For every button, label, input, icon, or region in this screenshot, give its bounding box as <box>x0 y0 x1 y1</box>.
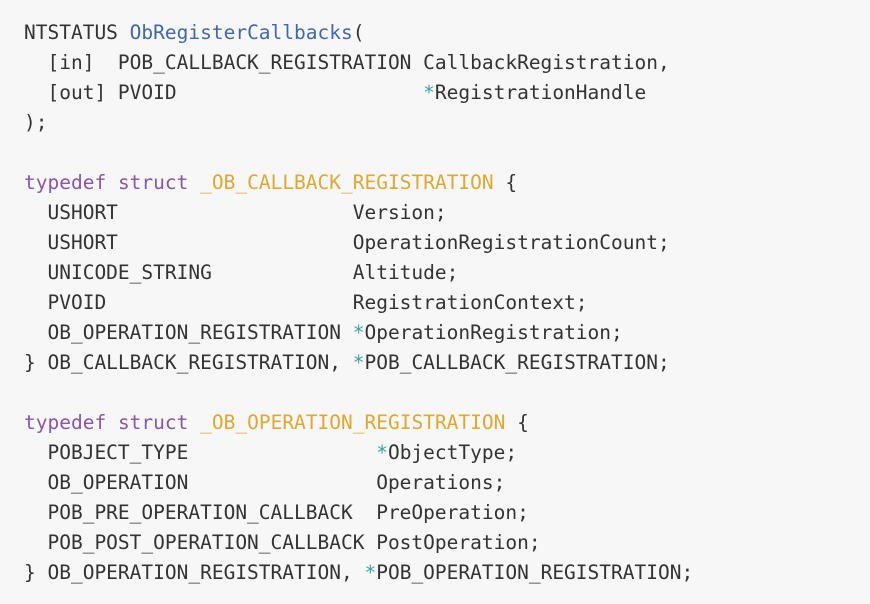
code-text <box>106 171 118 194</box>
code-text: OB_OPERATION_REGISTRATION <box>24 321 353 344</box>
code-line: [out] PVOID *RegistrationHandle <box>24 78 693 108</box>
code-text: } OB_OPERATION_REGISTRATION, <box>24 561 365 584</box>
blank-line <box>24 138 693 168</box>
keyword: typedef <box>24 411 107 434</box>
keyword: struct <box>117 411 189 434</box>
code-text: USHORT Version; <box>24 201 447 224</box>
pointer-asterisk: * <box>364 561 377 584</box>
code-text: { <box>493 171 518 194</box>
code-block: NTSTATUS ObRegisterCallbacks( [in] POB_C… <box>24 18 693 588</box>
keyword: typedef <box>24 171 107 194</box>
code-line: OB_OPERATION_REGISTRATION *OperationRegi… <box>24 318 693 348</box>
code-text: POB_CALLBACK_REGISTRATION; <box>364 351 670 374</box>
code-text: RegistrationHandle <box>434 81 647 104</box>
code-line: UNICODE_STRING Altitude; <box>24 258 693 288</box>
code-text: [out] PVOID <box>24 81 424 104</box>
code-text: POB_PRE_OPERATION_CALLBACK PreOperation; <box>24 501 529 524</box>
code-text <box>188 411 200 434</box>
type-name: _OB_OPERATION_REGISTRATION <box>200 411 506 434</box>
code-line: } OB_CALLBACK_REGISTRATION, *POB_CALLBAC… <box>24 348 693 378</box>
code-text <box>106 411 118 434</box>
code-line: USHORT OperationRegistrationCount; <box>24 228 693 258</box>
code-text: POB_OPERATION_REGISTRATION; <box>376 561 694 584</box>
function-name: ObRegisterCallbacks <box>129 21 353 44</box>
code-text: [in] POB_CALLBACK_REGISTRATION CallbackR… <box>24 51 670 74</box>
pointer-asterisk: * <box>423 81 435 104</box>
code-text: POB_POST_OPERATION_CALLBACK PostOperatio… <box>24 531 541 554</box>
code-text: } OB_CALLBACK_REGISTRATION, <box>24 351 353 374</box>
code-text: ObjectType; <box>387 441 518 464</box>
code-line: POBJECT_TYPE *ObjectType; <box>24 438 693 468</box>
type-name: _OB_CALLBACK_REGISTRATION <box>200 171 494 194</box>
code-line: OB_OPERATION Operations; <box>24 468 693 498</box>
code-text <box>188 171 200 194</box>
code-text: ( <box>352 21 365 44</box>
code-text: NTSTATUS <box>24 21 130 44</box>
code-text: ); <box>24 111 48 134</box>
code-line: } OB_OPERATION_REGISTRATION, *POB_OPERAT… <box>24 558 693 588</box>
code-line: POB_PRE_OPERATION_CALLBACK PreOperation; <box>24 498 693 528</box>
code-line: POB_POST_OPERATION_CALLBACK PostOperatio… <box>24 528 693 558</box>
code-text: OperationRegistration; <box>364 321 623 344</box>
pointer-asterisk: * <box>352 351 365 374</box>
code-line: [in] POB_CALLBACK_REGISTRATION CallbackR… <box>24 48 693 78</box>
blank-line <box>24 378 693 408</box>
code-line: NTSTATUS ObRegisterCallbacks( <box>24 18 693 48</box>
code-line: USHORT Version; <box>24 198 693 228</box>
code-text: PVOID RegistrationContext; <box>24 291 588 314</box>
code-line: PVOID RegistrationContext; <box>24 288 693 318</box>
code-line: typedef struct _OB_CALLBACK_REGISTRATION… <box>24 168 693 198</box>
pointer-asterisk: * <box>352 321 365 344</box>
code-line: ); <box>24 108 693 138</box>
code-text: UNICODE_STRING Altitude; <box>24 261 459 284</box>
code-line: typedef struct _OB_OPERATION_REGISTRATIO… <box>24 408 693 438</box>
code-text: { <box>505 411 529 434</box>
code-text: OB_OPERATION Operations; <box>24 471 506 494</box>
code-text: POBJECT_TYPE <box>24 441 377 464</box>
keyword: struct <box>117 171 189 194</box>
code-text: USHORT OperationRegistrationCount; <box>24 231 670 254</box>
pointer-asterisk: * <box>376 441 388 464</box>
